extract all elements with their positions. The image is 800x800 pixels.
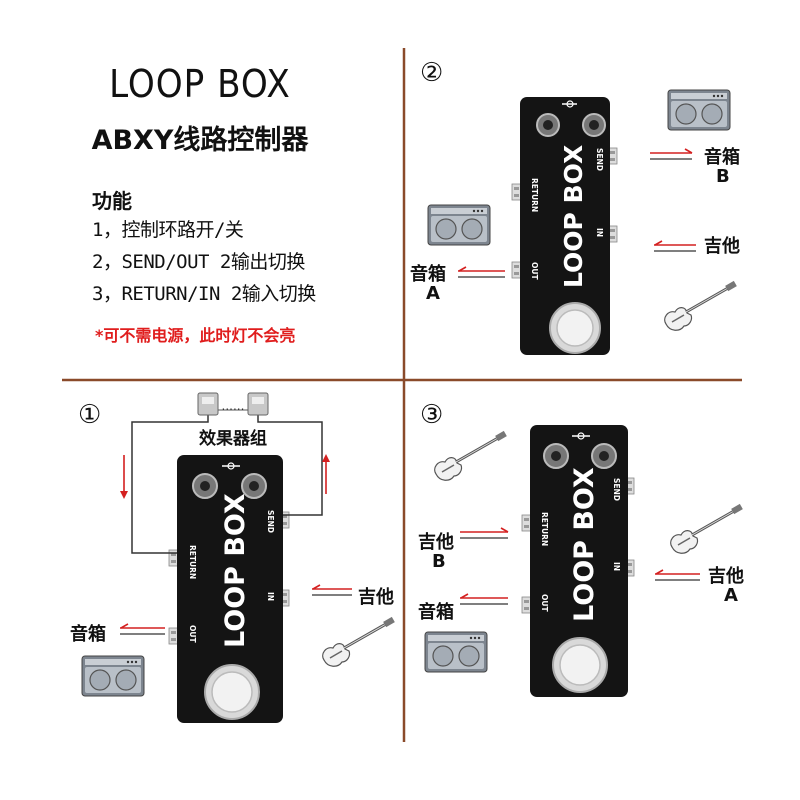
guitar-icon <box>669 502 745 555</box>
guitar-b-tag: B <box>432 551 446 572</box>
feature-item: 3，RETURN/IN 2输入切换 <box>92 283 316 305</box>
arrows <box>120 148 700 629</box>
amp-a-label: 音箱 <box>410 264 446 285</box>
amp-label: 音箱 <box>70 624 106 645</box>
amp-icon <box>424 631 488 673</box>
amp-label: 音箱 <box>418 602 454 623</box>
jack-label-send: SEND <box>612 478 621 501</box>
jack-label-return: RETURN <box>540 512 549 546</box>
guitar-b-label: 吉他 <box>418 532 454 553</box>
feature-item: 1，控制环路开/关 <box>92 219 244 241</box>
jack-label-send: SEND <box>595 148 604 171</box>
pedal-name: LOOP BOX <box>220 493 251 648</box>
jack-label-out: OUT <box>188 625 197 643</box>
page-title: LOOP BOX <box>109 62 291 106</box>
features-heading: 功能 <box>92 189 132 213</box>
guitar-a-label: 吉他 <box>708 566 744 587</box>
connector-lines <box>120 158 700 635</box>
jack-label-in: IN <box>612 562 621 571</box>
pedal-panel-3: LOOP BOX SEND IN RETURN OUT <box>521 425 635 697</box>
jack-label-out: OUT <box>530 262 539 280</box>
power-note: *可不需电源，此时灯不会亮 <box>95 326 296 345</box>
pedal-panel-1: LOOP BOX SEND IN RETURN OUT <box>168 455 290 723</box>
effects-loop <box>131 413 323 554</box>
jack-label-send: SEND <box>266 510 275 533</box>
pedal-name: LOOP BOX <box>559 145 588 288</box>
effects-plug-icon <box>197 392 269 416</box>
panel-marker-2: ② <box>420 58 444 88</box>
amp-b-label: 音箱 <box>704 147 740 168</box>
page-subtitle: ABXY线路控制器 <box>91 125 309 156</box>
amp-b-tag: B <box>716 166 730 187</box>
effects-group-label: 效果器组 <box>199 428 267 449</box>
jack-label-return: RETURN <box>530 178 539 212</box>
jack-label-out: OUT <box>540 594 549 612</box>
guitar-icon <box>663 279 739 332</box>
panel-marker-3: ③ <box>420 400 444 430</box>
effects-dots: ...... <box>222 399 245 413</box>
guitar-a-tag: A <box>724 585 738 606</box>
guitar-label: 吉他 <box>704 236 740 257</box>
guitar-icon <box>321 615 397 668</box>
guitar-label: 吉他 <box>358 587 394 608</box>
pedal-name: LOOP BOX <box>569 467 600 622</box>
feature-item: 2，SEND/OUT 2输出切换 <box>92 251 305 273</box>
jack-label-return: RETURN <box>188 545 197 579</box>
amp-icon <box>81 655 145 697</box>
amp-a-tag: A <box>426 283 440 304</box>
amp-icon <box>667 89 731 131</box>
pedal-panel-2: LOOP BOX SEND IN RETURN OUT <box>511 97 618 355</box>
jack-label-in: IN <box>595 228 604 237</box>
panel-marker-1: ① <box>78 400 102 430</box>
jack-label-in: IN <box>266 592 275 601</box>
amp-icon <box>427 204 491 246</box>
guitar-icon <box>433 429 509 482</box>
